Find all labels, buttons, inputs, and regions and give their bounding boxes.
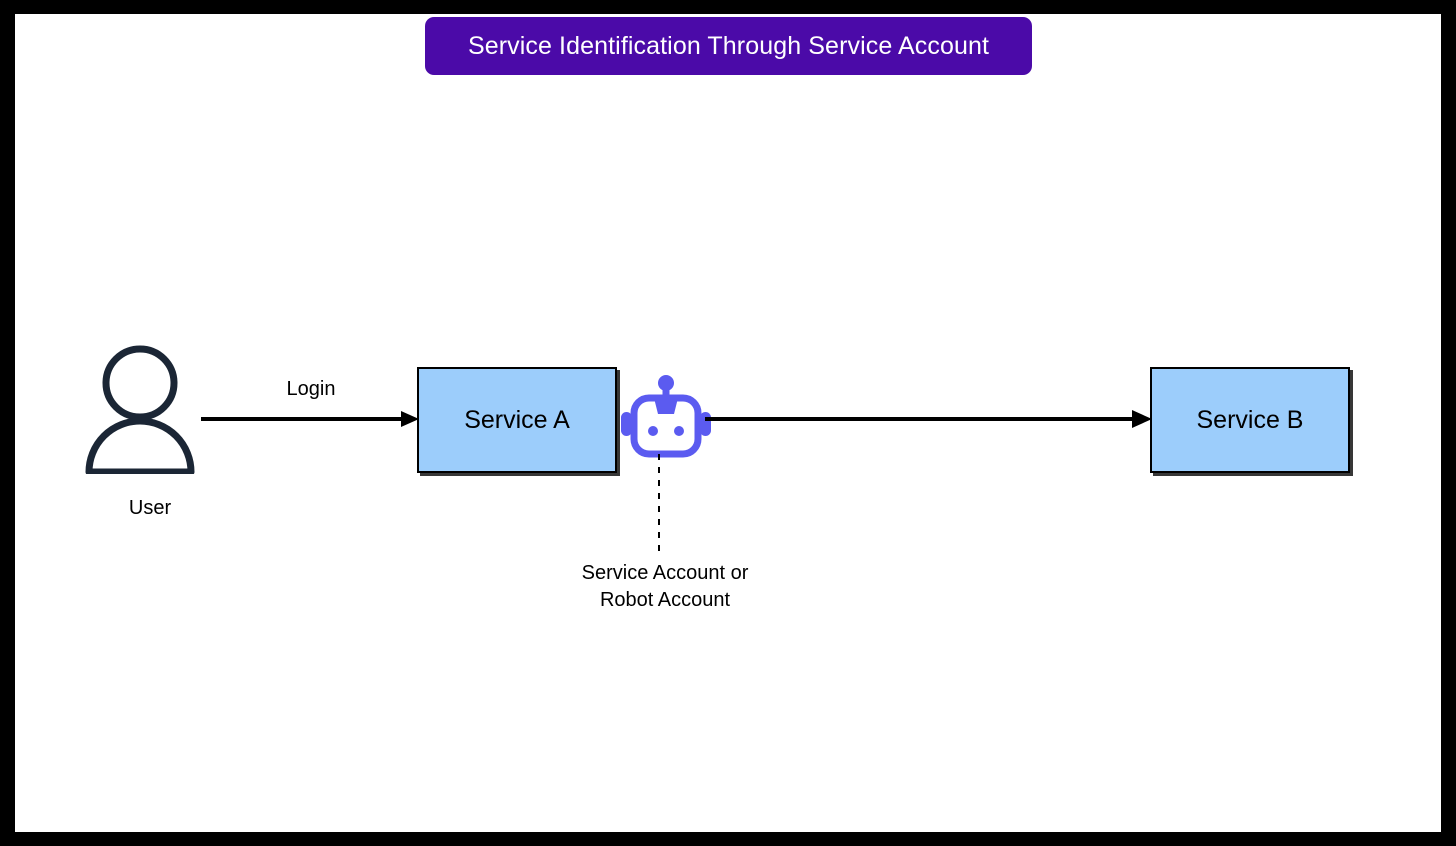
node-user: User [85,344,230,529]
node-user-label: User [128,497,172,519]
node-service-b-label: Service B [1196,405,1304,434]
robot-caption-line-2: Robot Account [599,589,731,611]
edge-login-label: Login [286,378,336,400]
user-icon [85,345,195,474]
robot-caption-line-1: Service Account or [581,562,749,584]
robot-icon [621,375,711,458]
diagram-title-banner: Service Identification Through Service A… [425,17,1032,75]
node-service-a-label: Service A [464,405,570,434]
arrow-service-a-to-service-b [705,410,1152,428]
robot-caption: Service Account or Robot Account [485,560,845,614]
node-service-b[interactable]: Service B [1150,367,1350,473]
diagram-title-text: Service Identification Through Service A… [467,31,990,60]
node-service-a[interactable]: Service A [417,367,617,473]
diagram-canvas: Service Identification Through Service A… [15,14,1441,832]
arrow-user-to-service-a [201,411,419,427]
robot-dashed-connector [658,454,660,554]
